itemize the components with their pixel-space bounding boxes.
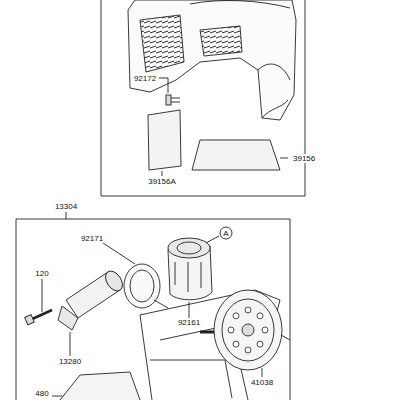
callout-number: 13304 xyxy=(54,202,78,211)
label-sticker xyxy=(192,140,280,170)
starter-cup xyxy=(168,238,212,300)
housing-part xyxy=(60,372,140,400)
bolt xyxy=(25,310,52,325)
callout-number: 92171 xyxy=(80,234,104,243)
spring-ring xyxy=(124,264,168,308)
callout-number: 13280 xyxy=(58,357,82,366)
flywheel xyxy=(200,290,282,370)
callout-number: 41038 xyxy=(250,378,274,387)
callout-number: 92161 xyxy=(177,318,201,327)
callout-number: 92172 xyxy=(133,74,157,83)
cover-vents xyxy=(140,15,184,72)
fan-housing xyxy=(140,290,290,400)
engine-cover xyxy=(128,0,296,120)
callout-number: 480 xyxy=(34,389,49,398)
group-frame xyxy=(101,0,305,196)
screw xyxy=(166,95,180,105)
label-sticker xyxy=(148,110,181,170)
callout-number: 120 xyxy=(34,269,49,278)
callout-number: 39156A xyxy=(147,177,177,186)
callout-number: 39156 xyxy=(292,154,316,163)
drive-shaft-housing xyxy=(58,268,126,330)
group-frame xyxy=(16,219,290,400)
callout-number: A xyxy=(222,229,229,238)
